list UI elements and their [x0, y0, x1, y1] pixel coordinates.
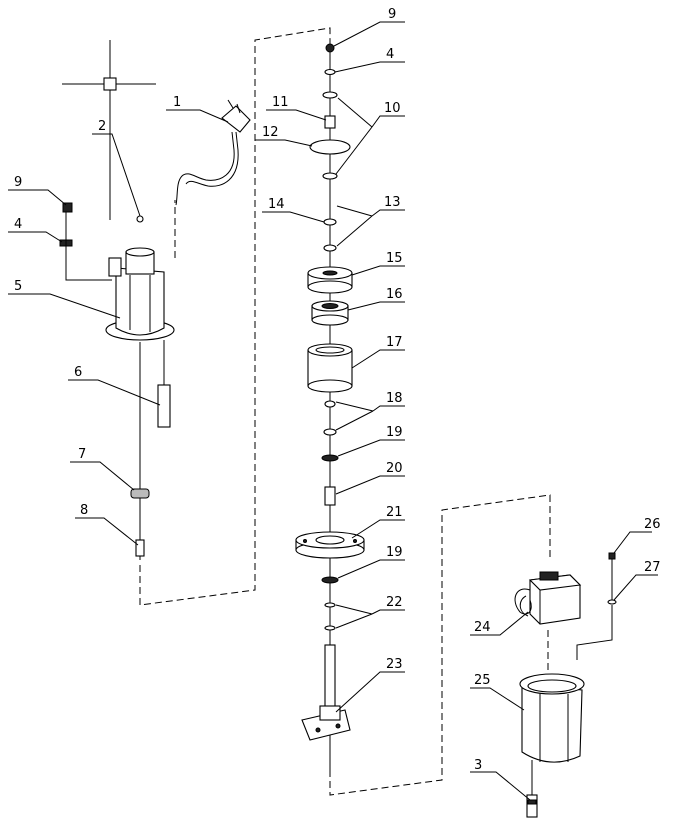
label-21: 21	[386, 505, 403, 520]
part-12-plate	[309, 139, 351, 155]
part-27-washer	[607, 599, 617, 605]
label-4a: 4	[14, 217, 22, 232]
part-18-washer-b	[323, 428, 337, 436]
label-13: 13	[384, 195, 401, 210]
part-9-nut-top	[325, 43, 335, 53]
part-7-spacer	[130, 488, 150, 499]
label-26: 26	[644, 517, 661, 532]
part-18-washer-a	[324, 400, 336, 408]
part-6-cable-sleeve	[157, 340, 171, 428]
part-5-pump-cover	[105, 247, 175, 341]
part-14-washer	[323, 218, 337, 226]
label-11: 11	[272, 95, 289, 110]
label-10: 10	[384, 101, 401, 116]
label-8: 8	[80, 503, 88, 518]
label-20: 20	[386, 461, 403, 476]
label-2: 2	[98, 119, 106, 134]
label-17: 17	[386, 335, 403, 350]
label-9a: 9	[14, 175, 22, 190]
part-9-nut-left	[62, 202, 73, 213]
part-19-seal-b	[321, 576, 339, 584]
label-1: 1	[173, 95, 181, 110]
label-15: 15	[386, 251, 403, 266]
part-25-motor-housing	[519, 673, 585, 763]
part-10-washer-b	[322, 172, 338, 180]
part-labels: 1 2 3 4 4 5 6 7 8 9 9 10 11 12 13 14 15 …	[14, 7, 661, 773]
label-4b: 4	[386, 47, 394, 62]
label-24: 24	[474, 620, 491, 635]
label-27: 27	[644, 560, 661, 575]
leader-lines	[8, 21, 658, 801]
part-15-bearing-seat	[307, 266, 353, 294]
part-23-impeller-shaft	[301, 644, 351, 741]
label-12: 12	[262, 125, 279, 140]
label-6: 6	[74, 365, 82, 380]
label-7: 7	[78, 447, 86, 462]
part-19-seal-a	[321, 454, 339, 462]
label-14: 14	[268, 197, 285, 212]
label-18: 18	[386, 391, 403, 406]
label-22: 22	[386, 595, 403, 610]
part-11-key	[324, 115, 336, 129]
label-25: 25	[474, 673, 491, 688]
label-16: 16	[386, 287, 403, 302]
part-24-motor-stator	[514, 571, 582, 625]
part-13-washer	[323, 244, 337, 252]
part-2-screw	[136, 215, 144, 223]
crosshair-icon	[62, 40, 156, 220]
part-1-plug	[175, 99, 251, 206]
part-22-washer-a	[324, 602, 336, 608]
part-4-washer-top	[324, 68, 336, 76]
part-16-bearing	[311, 300, 349, 326]
part-20-shaft-sleeve	[324, 486, 336, 506]
label-19a: 19	[386, 425, 403, 440]
part-10-washer-a	[322, 91, 338, 99]
part-17-rotor-sleeve	[307, 343, 353, 393]
label-5: 5	[14, 279, 22, 294]
part-21-flange	[295, 531, 365, 559]
part-3-cable-gland	[526, 760, 538, 818]
label-3: 3	[474, 758, 482, 773]
label-9b: 9	[388, 7, 396, 22]
label-19b: 19	[386, 545, 403, 560]
label-23: 23	[386, 657, 403, 672]
part-8-bolt	[135, 539, 145, 557]
assembly-path-left	[139, 27, 331, 606]
part-22-washer-b	[324, 625, 336, 631]
